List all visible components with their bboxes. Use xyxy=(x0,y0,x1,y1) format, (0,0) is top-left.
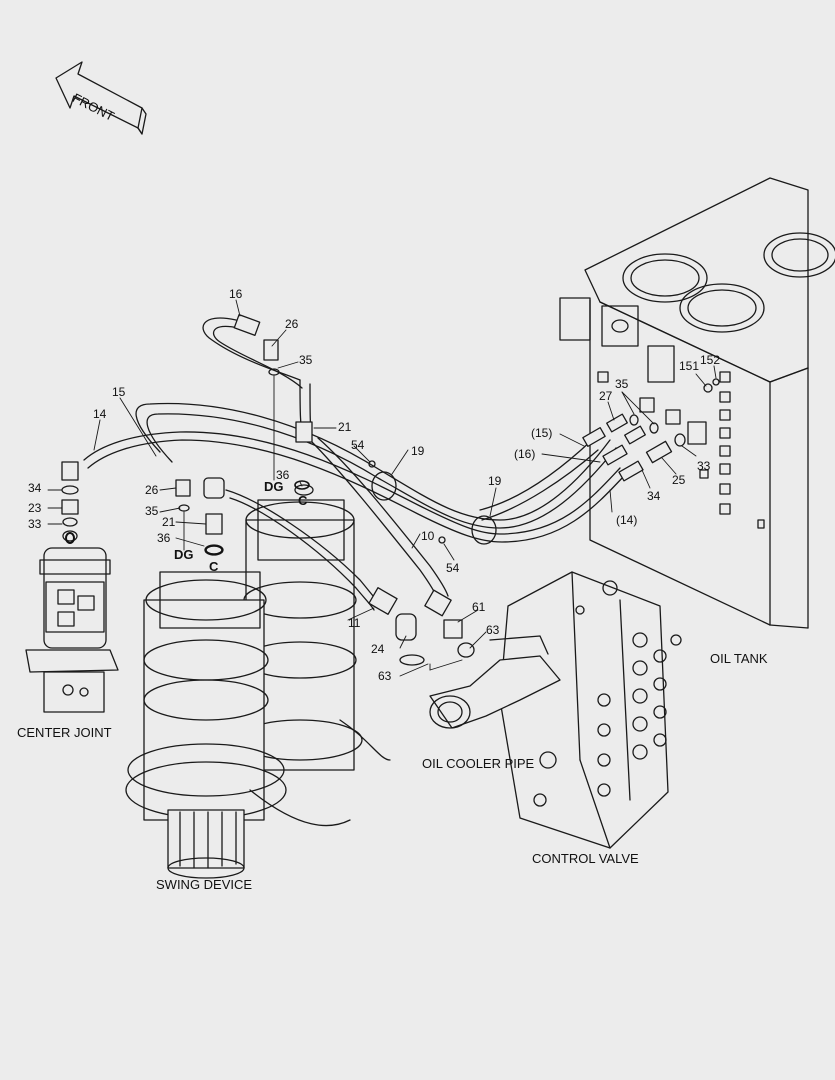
oil-tank xyxy=(559,177,835,629)
part-number-35: 35 xyxy=(145,504,159,518)
part-number-10: 10 xyxy=(421,529,435,543)
part-number-33: 33 xyxy=(697,459,711,473)
swing-device-caption: SWING DEVICE xyxy=(156,877,253,892)
part-number-151: 151 xyxy=(679,359,700,373)
control-valve-caption: CONTROL VALVE xyxy=(532,851,639,866)
oil-cooler-pipe xyxy=(429,635,561,729)
part-number-152: 152 xyxy=(700,353,721,367)
o-ring-icon xyxy=(205,545,223,555)
part-number-35: 35 xyxy=(615,377,629,391)
leader-lines xyxy=(47,299,717,677)
part-number-35: 35 xyxy=(299,353,313,367)
part-number-19: 19 xyxy=(411,444,425,458)
part-number-25: 25 xyxy=(672,473,686,487)
o-ring-icon xyxy=(65,532,75,544)
fittings xyxy=(61,314,720,666)
swing-device xyxy=(125,499,391,879)
part-number-26: 26 xyxy=(285,317,299,331)
part-number-34: 34 xyxy=(647,489,661,503)
c-marker: C xyxy=(298,493,308,508)
part-number-54: 54 xyxy=(446,561,460,575)
part-number-14: 14 xyxy=(93,407,107,421)
part-number-19: 19 xyxy=(488,474,502,488)
center-joint-caption: CENTER JOINT xyxy=(17,725,112,740)
part-number-14-ref: (14) xyxy=(616,513,638,527)
front-arrow-icon xyxy=(55,61,147,135)
dg-marker: DG xyxy=(264,479,284,494)
o-ring-icon xyxy=(294,480,310,490)
part-number-16: 16 xyxy=(229,287,243,301)
part-number-23: 23 xyxy=(28,501,42,515)
part-number-33: 33 xyxy=(28,517,42,531)
part-number-16-ref: (16) xyxy=(514,447,536,461)
oil-cooler-pipe-caption: OIL COOLER PIPE xyxy=(422,756,535,771)
part-number-27: 27 xyxy=(599,389,613,403)
part-number-15-ref: (15) xyxy=(531,426,553,440)
part-number-63: 63 xyxy=(486,623,500,637)
part-number-34: 34 xyxy=(28,481,42,495)
part-number-54: 54 xyxy=(351,438,365,452)
part-number-26: 26 xyxy=(145,483,159,497)
part-number-24: 24 xyxy=(371,642,385,656)
center-joint xyxy=(25,530,119,713)
part-number-21: 21 xyxy=(338,420,352,434)
part-number-36: 36 xyxy=(276,468,290,482)
part-number-61: 61 xyxy=(472,600,486,614)
part-number-63: 63 xyxy=(378,669,392,683)
part-number-21: 21 xyxy=(162,515,176,529)
c-marker: C xyxy=(209,559,219,574)
part-number-15: 15 xyxy=(112,385,126,399)
part-number-11: 11 xyxy=(348,616,361,630)
oil-tank-caption: OIL TANK xyxy=(710,651,768,666)
part-number-36: 36 xyxy=(157,531,171,545)
dg-marker: DG xyxy=(174,547,194,562)
